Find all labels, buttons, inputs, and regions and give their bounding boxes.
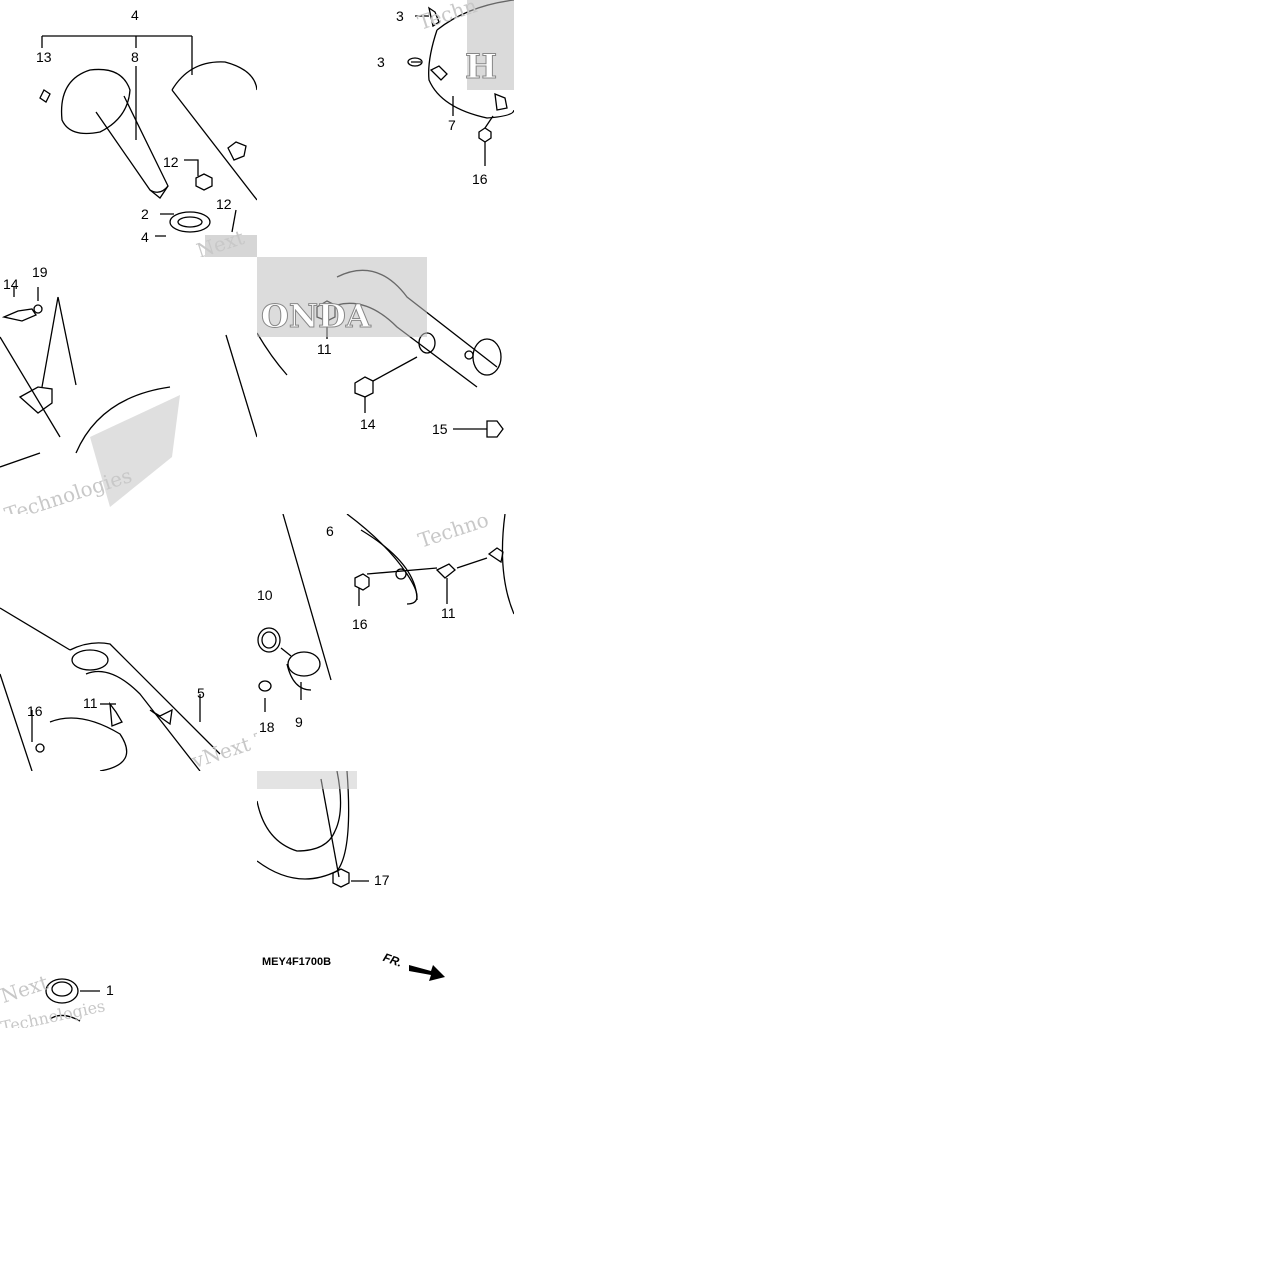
callout-13: 13: [36, 49, 52, 65]
callout-14a: 14: [3, 276, 19, 292]
callout-16a: 16: [472, 171, 488, 187]
callout-5: 5: [197, 685, 205, 701]
joint-pipe-drawing: ONDA: [257, 257, 504, 438]
callout-2: 2: [141, 206, 149, 222]
callout-10: 10: [257, 587, 273, 603]
callout-1: 1: [106, 982, 114, 998]
callout-6: 6: [326, 523, 334, 539]
callout-16b: 16: [27, 703, 43, 719]
callout-4-top: 4: [131, 7, 139, 23]
callout-8: 8: [131, 49, 139, 65]
left-shield-drawing: [0, 287, 257, 507]
callout-19: 19: [32, 264, 48, 280]
callout-11a: 11: [317, 341, 332, 357]
tile-lower-bracket: 17 MEY4F1700B FR.: [257, 771, 514, 1028]
callout-12a: 12: [163, 154, 179, 170]
lower-bracket-drawing: [257, 771, 369, 888]
callout-14b: 14: [360, 416, 376, 432]
callout-4-low: 4: [141, 229, 149, 245]
muffler-end-drawing: [39, 35, 257, 257]
callout-16c: 16: [352, 616, 368, 632]
callout-3a: 3: [396, 8, 404, 24]
svg-text:ONDA: ONDA: [261, 297, 372, 335]
callout-9: 9: [295, 714, 303, 730]
callout-17: 17: [374, 872, 390, 888]
front-arrow-icon: [409, 965, 445, 981]
tile-heat-shield-top: H 3 3 7 16 Techn: [257, 0, 514, 257]
clamp-protector-drawing: [257, 514, 514, 712]
callout-3b: 3: [377, 54, 385, 70]
callout-7: 7: [448, 117, 456, 133]
diagram-code: MEY4F1700B: [262, 956, 332, 968]
exhaust-pipe-drawing: [0, 607, 221, 771]
callout-12b: 12: [216, 196, 232, 212]
callout-11c: 11: [441, 605, 456, 621]
tile-joint-pipe: ONDA 11 14 15: [257, 257, 514, 514]
callout-15: 15: [432, 421, 448, 437]
callout-18: 18: [259, 719, 275, 735]
tile-left-shield: 19 14 Technologies: [0, 257, 257, 514]
tile-gasket: 1 Next Technologies: [0, 771, 257, 1028]
svg-text:H: H: [465, 47, 497, 87]
tile-clamp-protector: 10 18 9 6 16 11 Techno: [257, 514, 514, 771]
callout-11b: 11: [83, 695, 98, 711]
heat-shield-top-drawing: H: [407, 0, 514, 166]
tile-exhaust-pipe: 16 11 5 vNext Tec: [0, 514, 257, 771]
gasket-drawing: [45, 978, 100, 1022]
tile-muffler-end: 4 8 13 12 2 4 12 Next: [0, 0, 257, 257]
